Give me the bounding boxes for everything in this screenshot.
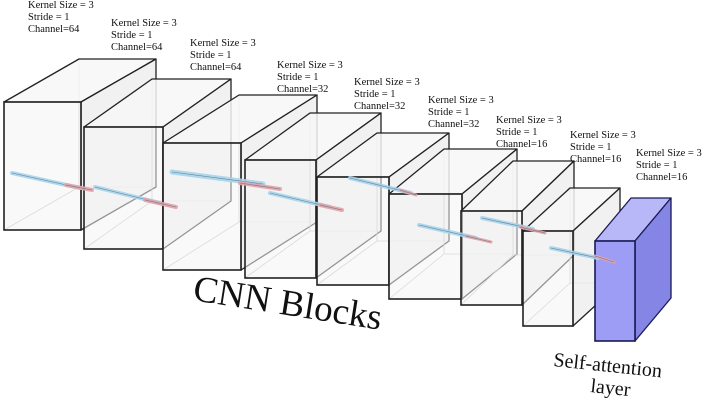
block-kernel-text: Kernel Size = 3 [277,60,343,71]
needle-outline [171,171,264,185]
block-stride-text: Stride = 1 [570,142,612,153]
block-kernel-text: Kernel Size = 3 [428,95,494,106]
needle-outline [550,247,599,259]
block-channel-text: Channel=32 [354,101,405,112]
block-kernel-text: Kernel Size = 3 [636,148,702,159]
needle-outline [319,204,343,211]
block-front-face [244,159,317,279]
needles-layer [10,169,616,264]
needle-outline [239,182,281,190]
block-channel-text: Channel=64 [111,42,163,53]
block-front-face [522,230,574,327]
block-front-face [594,240,636,342]
needle-outline [519,226,546,234]
block-stride-text: Stride = 1 [277,72,319,83]
needle-outline [594,255,615,263]
block-kernel-text: Kernel Size = 3 [354,77,420,88]
block-stride-text: Stride = 1 [428,107,470,118]
block-kernel-text: Kernel Size = 3 [570,130,636,141]
block-front-face [388,193,463,300]
blocks-layer [3,58,672,342]
needle-outline [144,199,177,208]
needle-outline [465,235,492,243]
block-channel-text: Channel=16 [570,154,621,165]
block-front-face [3,101,82,231]
block-channel-text: Channel=16 [636,172,687,183]
needle-outline [65,184,93,191]
block-channel-text: Channel=16 [496,139,547,150]
block-kernel-text: Kernel Size = 3 [496,115,562,126]
block-stride-text: Stride = 1 [111,30,153,41]
needle-outline [399,189,417,196]
block-stride-text: Stride = 1 [354,89,396,100]
block-front-face [460,210,523,306]
attention-label-line-2: layer [589,375,631,401]
block-channel-text: Channel=32 [428,119,479,130]
block-channel-text: Channel=32 [277,84,328,95]
block-stride-text: Stride = 1 [636,160,678,171]
block-stride-text: Stride = 1 [496,127,538,138]
block-channel-text: Channel=64 [28,24,80,35]
block-stride-text: Stride = 1 [190,50,232,61]
block-channel-text: Channel=64 [190,62,242,73]
block-front-face [316,176,390,286]
block-kernel-text: Kernel Size = 3 [111,18,177,29]
block-stride-text: Stride = 1 [28,12,70,23]
block-kernel-text: Kernel Size = 3 [28,0,94,11]
block-kernel-text: Kernel Size = 3 [190,38,256,49]
